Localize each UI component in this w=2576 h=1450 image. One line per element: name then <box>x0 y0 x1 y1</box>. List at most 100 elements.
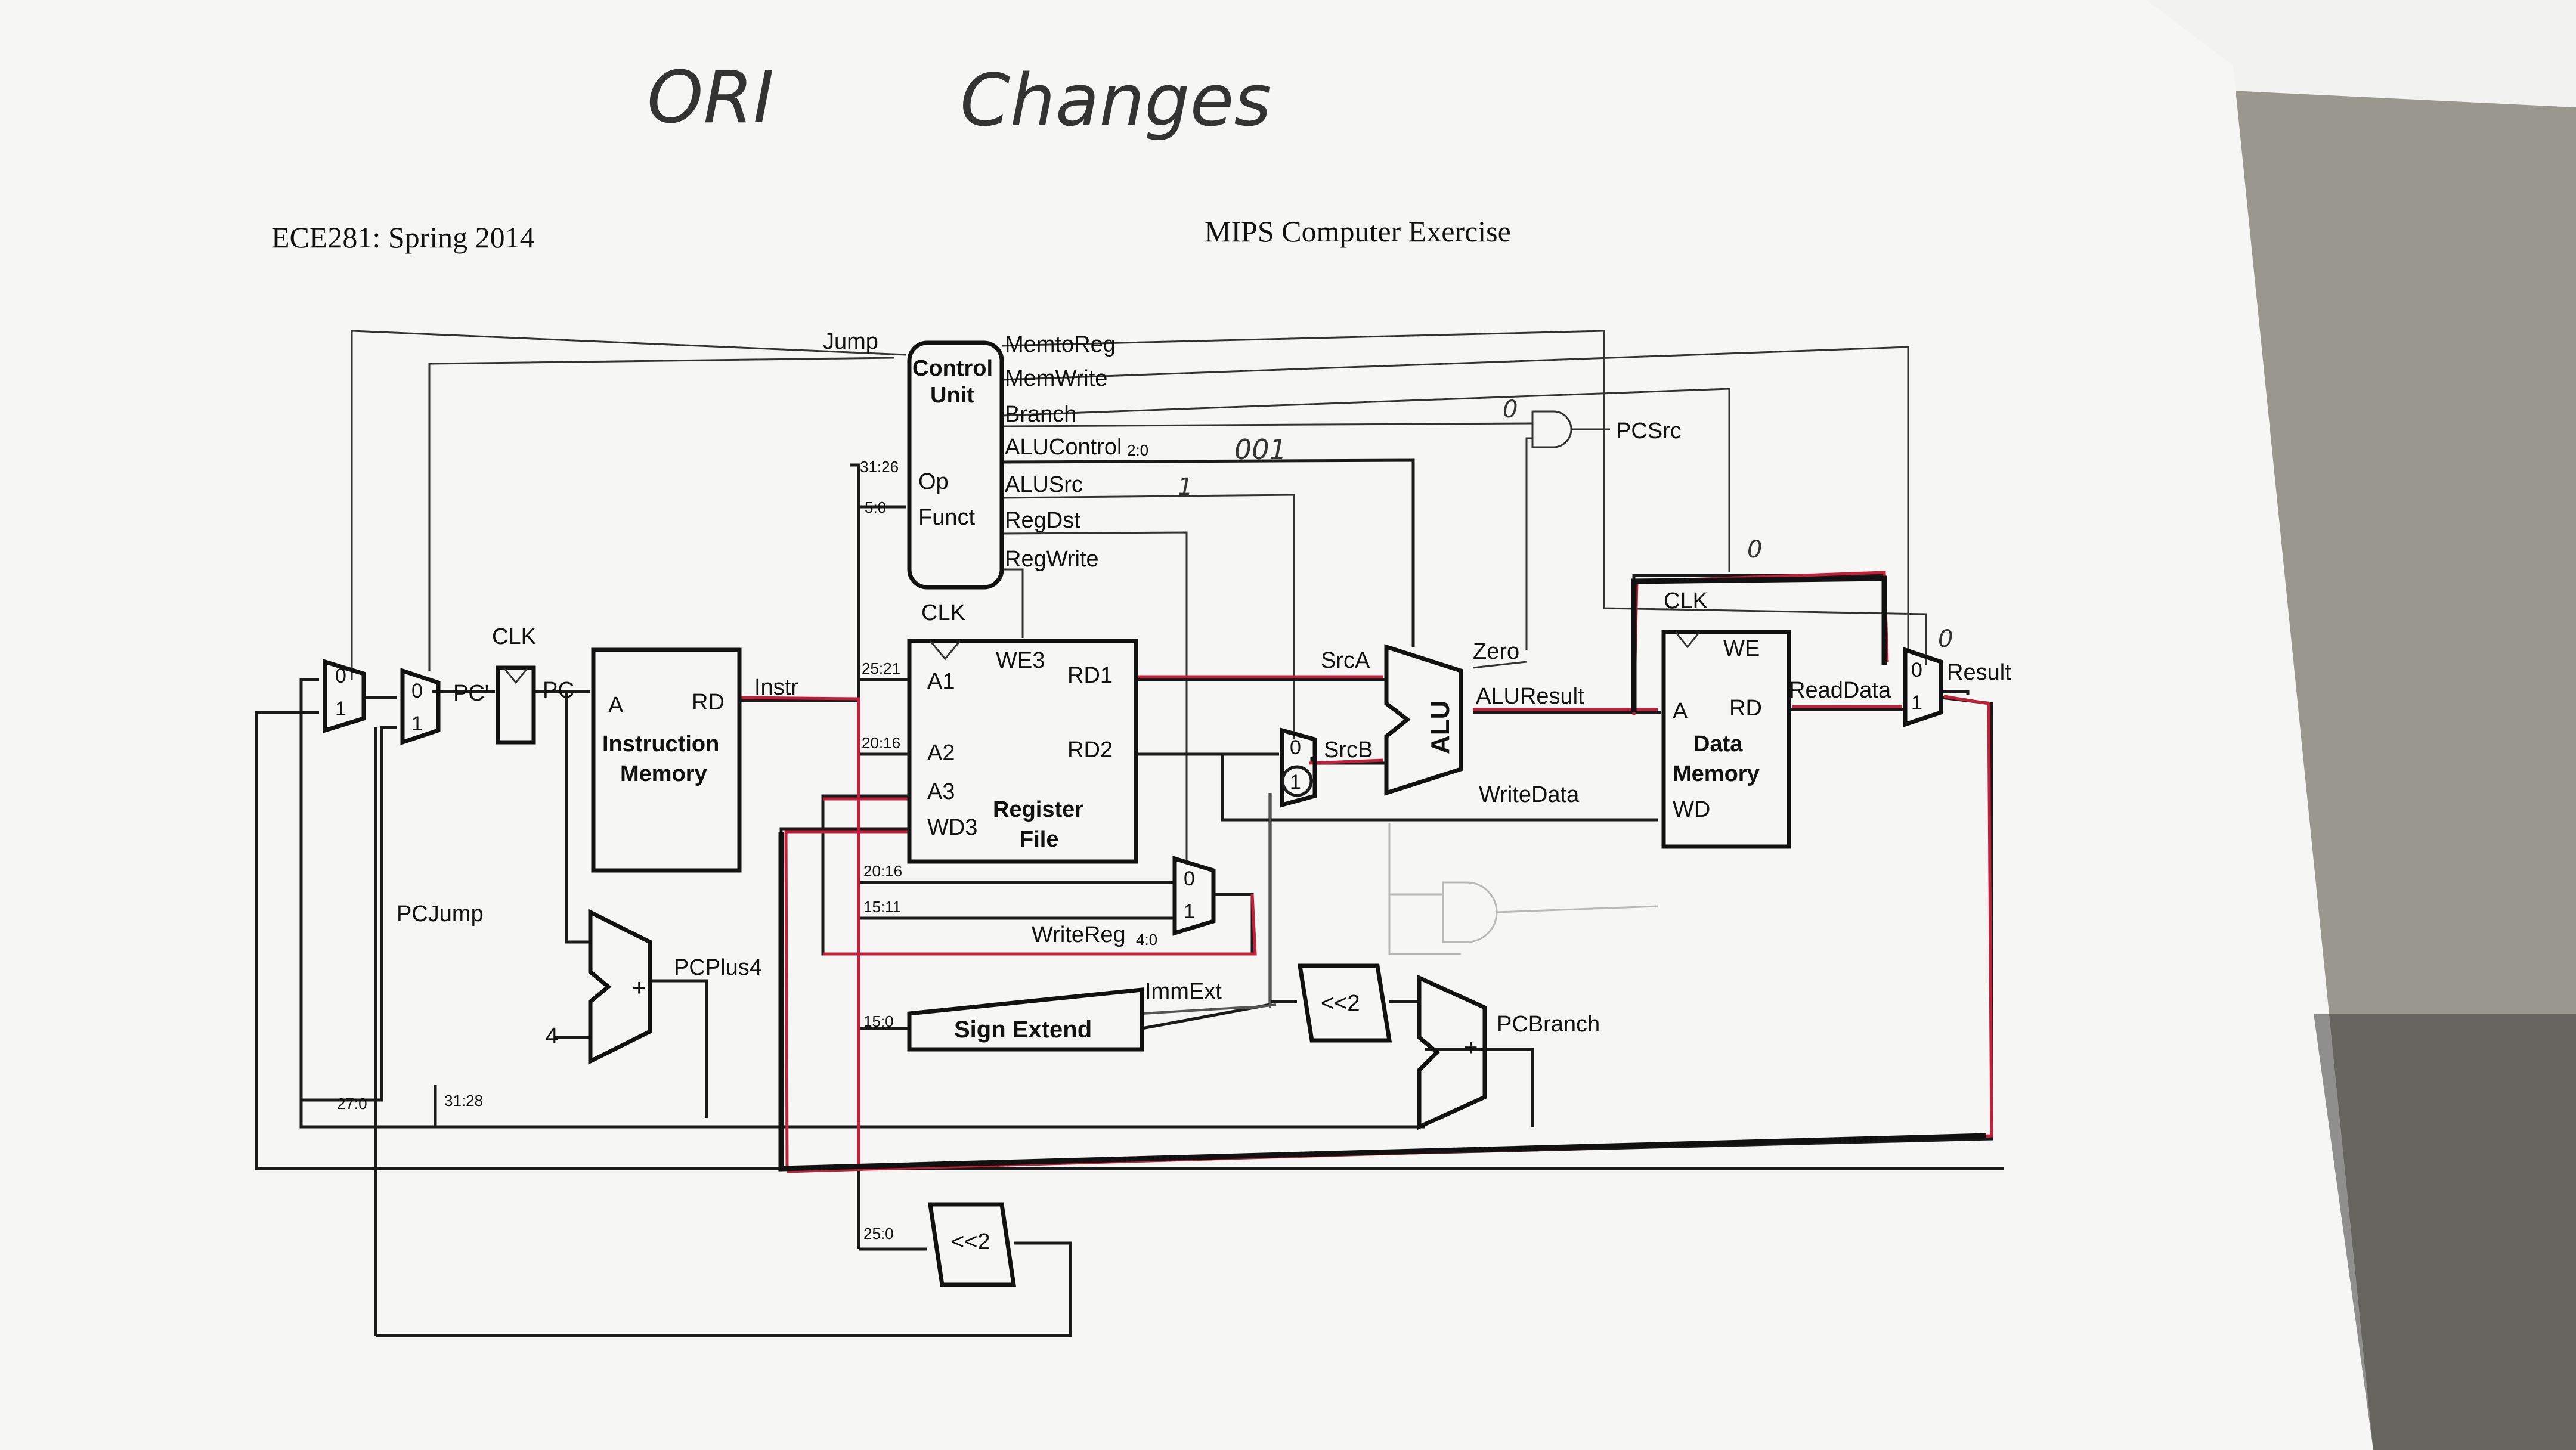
field-2521: 25:21 <box>862 659 900 677</box>
svg-text:<<2: <<2 <box>1321 991 1360 1016</box>
svg-text:ALU: ALU <box>1426 701 1455 754</box>
svg-text:A: A <box>608 693 624 718</box>
note-memwrite: 0 <box>1747 536 1762 563</box>
regdst-mux: 0 1 <box>1172 856 1216 936</box>
course-header: ECE281: Spring 2014 <box>271 221 535 254</box>
instr-label: Instr <box>754 675 798 700</box>
svg-text:Sign Extend: Sign Extend <box>954 1017 1092 1043</box>
note-alusrc: 1 <box>1178 473 1193 501</box>
note-memtoreg: 0 <box>1938 625 1953 653</box>
field-op: 31:26 <box>860 458 899 476</box>
svg-text:Op: Op <box>918 469 949 494</box>
alucontrol-label: ALUControl <box>1005 435 1122 460</box>
svg-text:RD1: RD1 <box>1067 663 1113 688</box>
svg-text:RD: RD <box>692 690 724 715</box>
pc-register: CLK <box>492 624 536 745</box>
svg-text:Data: Data <box>1693 732 1743 757</box>
svg-text:Memory: Memory <box>1673 761 1760 786</box>
field-270: 27:0 <box>337 1095 367 1113</box>
svg-text:RD: RD <box>1729 696 1762 721</box>
memtoreg-mux: 0 1 <box>1903 647 1943 727</box>
svg-text:A: A <box>1673 699 1688 724</box>
field-1511: 15:11 <box>863 898 901 916</box>
svg-text:1: 1 <box>335 698 346 720</box>
jump-shift: <<2 <box>927 1202 1017 1287</box>
svg-text:0: 0 <box>411 680 423 702</box>
result-label: Result <box>1947 660 2011 685</box>
pcplus4-adder: + <box>588 909 652 1065</box>
svg-text:A1: A1 <box>927 669 955 694</box>
pcsrc-mux: 0 1 <box>400 668 441 745</box>
instruction-memory: A RD Instruction Memory <box>591 647 742 873</box>
pc-prime-label: PC' <box>453 681 489 706</box>
writereg-label: WriteReg <box>1032 922 1126 947</box>
regdst-label: RegDst <box>1005 508 1080 533</box>
srca-label: SrcA <box>1321 648 1370 673</box>
control-unit: Control Unit Op Funct <box>907 340 1004 590</box>
note-alucontrol: 001 <box>1234 433 1287 466</box>
pcplus4-label: PCPlus4 <box>674 955 762 980</box>
jump-label: Jump <box>823 329 878 354</box>
svg-text:+: + <box>632 975 646 1001</box>
svg-text:<<2: <<2 <box>951 1229 990 1254</box>
writedata-label: WriteData <box>1479 782 1580 807</box>
field-250: 25:0 <box>863 1225 894 1243</box>
register-file: A1 A2 A3 WD3 WE3 RD1 RD2 Register File C… <box>907 600 1138 864</box>
svg-text:1: 1 <box>411 712 423 735</box>
aluresult-label: ALUResult <box>1476 684 1584 709</box>
alu: ALU <box>1384 644 1463 796</box>
pcjump-label: PCJump <box>397 901 484 927</box>
svg-text:WE3: WE3 <box>996 648 1045 673</box>
exercise-header: MIPS Computer Exercise <box>1205 215 1511 248</box>
svg-text:Funct: Funct <box>918 505 975 530</box>
zero-label: Zero <box>1473 639 1519 664</box>
regfile-clk-label: CLK <box>921 600 965 625</box>
branch-label: Branch <box>1005 402 1076 427</box>
field-2016-b: 20:16 <box>863 862 902 880</box>
srcb-label: SrcB <box>1324 738 1373 763</box>
control-wires <box>351 330 1927 862</box>
note-branch: 0 <box>1503 396 1518 423</box>
memwrite-label: MemWrite <box>1005 366 1107 391</box>
pc-clk-label: CLK <box>492 624 536 649</box>
pcbranch-label: PCBranch <box>1497 1012 1600 1037</box>
svg-text:File: File <box>1020 827 1058 852</box>
pcsrc-label: PCSrc <box>1616 419 1682 444</box>
handwritten-title: ORI <box>647 57 774 140</box>
alucontrol-sub: 2:0 <box>1127 441 1148 459</box>
jump-mux: 0 1 <box>323 659 366 733</box>
sign-extend: Sign Extend <box>907 987 1144 1052</box>
svg-text:0: 0 <box>1184 867 1195 890</box>
pc-label: PC <box>543 678 574 703</box>
svg-text:0: 0 <box>1290 736 1301 759</box>
branch-shift: <<2 <box>1297 963 1392 1043</box>
field-150: 15:0 <box>863 1012 894 1030</box>
memtoreg-label: MemtoReg <box>1005 332 1116 357</box>
pencil-overdraw <box>778 575 1986 1172</box>
field-funct: 5:0 <box>865 498 886 516</box>
svg-text:Control: Control <box>912 356 993 381</box>
pcbranch-adder: + <box>1417 974 1487 1130</box>
svg-text:0: 0 <box>1911 659 1922 681</box>
svg-text:0: 0 <box>335 665 346 687</box>
alusrc-mux: 0 1 <box>1280 727 1317 808</box>
svg-text:Memory: Memory <box>620 761 707 786</box>
immext-label: ImmExt <box>1145 979 1222 1004</box>
svg-text:Register: Register <box>993 797 1083 822</box>
paper-shadow <box>2314 1014 2576 1450</box>
svg-text:1: 1 <box>1911 692 1922 714</box>
handwritten-subtitle: Changes <box>960 60 1271 142</box>
field-2016-a: 20:16 <box>862 734 900 752</box>
svg-text:1: 1 <box>1184 900 1195 923</box>
data-memory: WE A RD Data Memory WD CLK <box>1661 588 1791 849</box>
four-constant: 4 <box>546 1024 558 1049</box>
regwrite-label: RegWrite <box>1005 547 1099 572</box>
readdata-label: ReadData <box>1789 678 1891 703</box>
svg-text:+: + <box>1464 1034 1478 1061</box>
svg-text:WE: WE <box>1723 636 1760 661</box>
svg-text:A3: A3 <box>927 779 955 804</box>
datamem-clk-label: CLK <box>1664 588 1708 614</box>
svg-text:RD2: RD2 <box>1067 738 1113 763</box>
svg-text:Unit: Unit <box>930 383 974 408</box>
